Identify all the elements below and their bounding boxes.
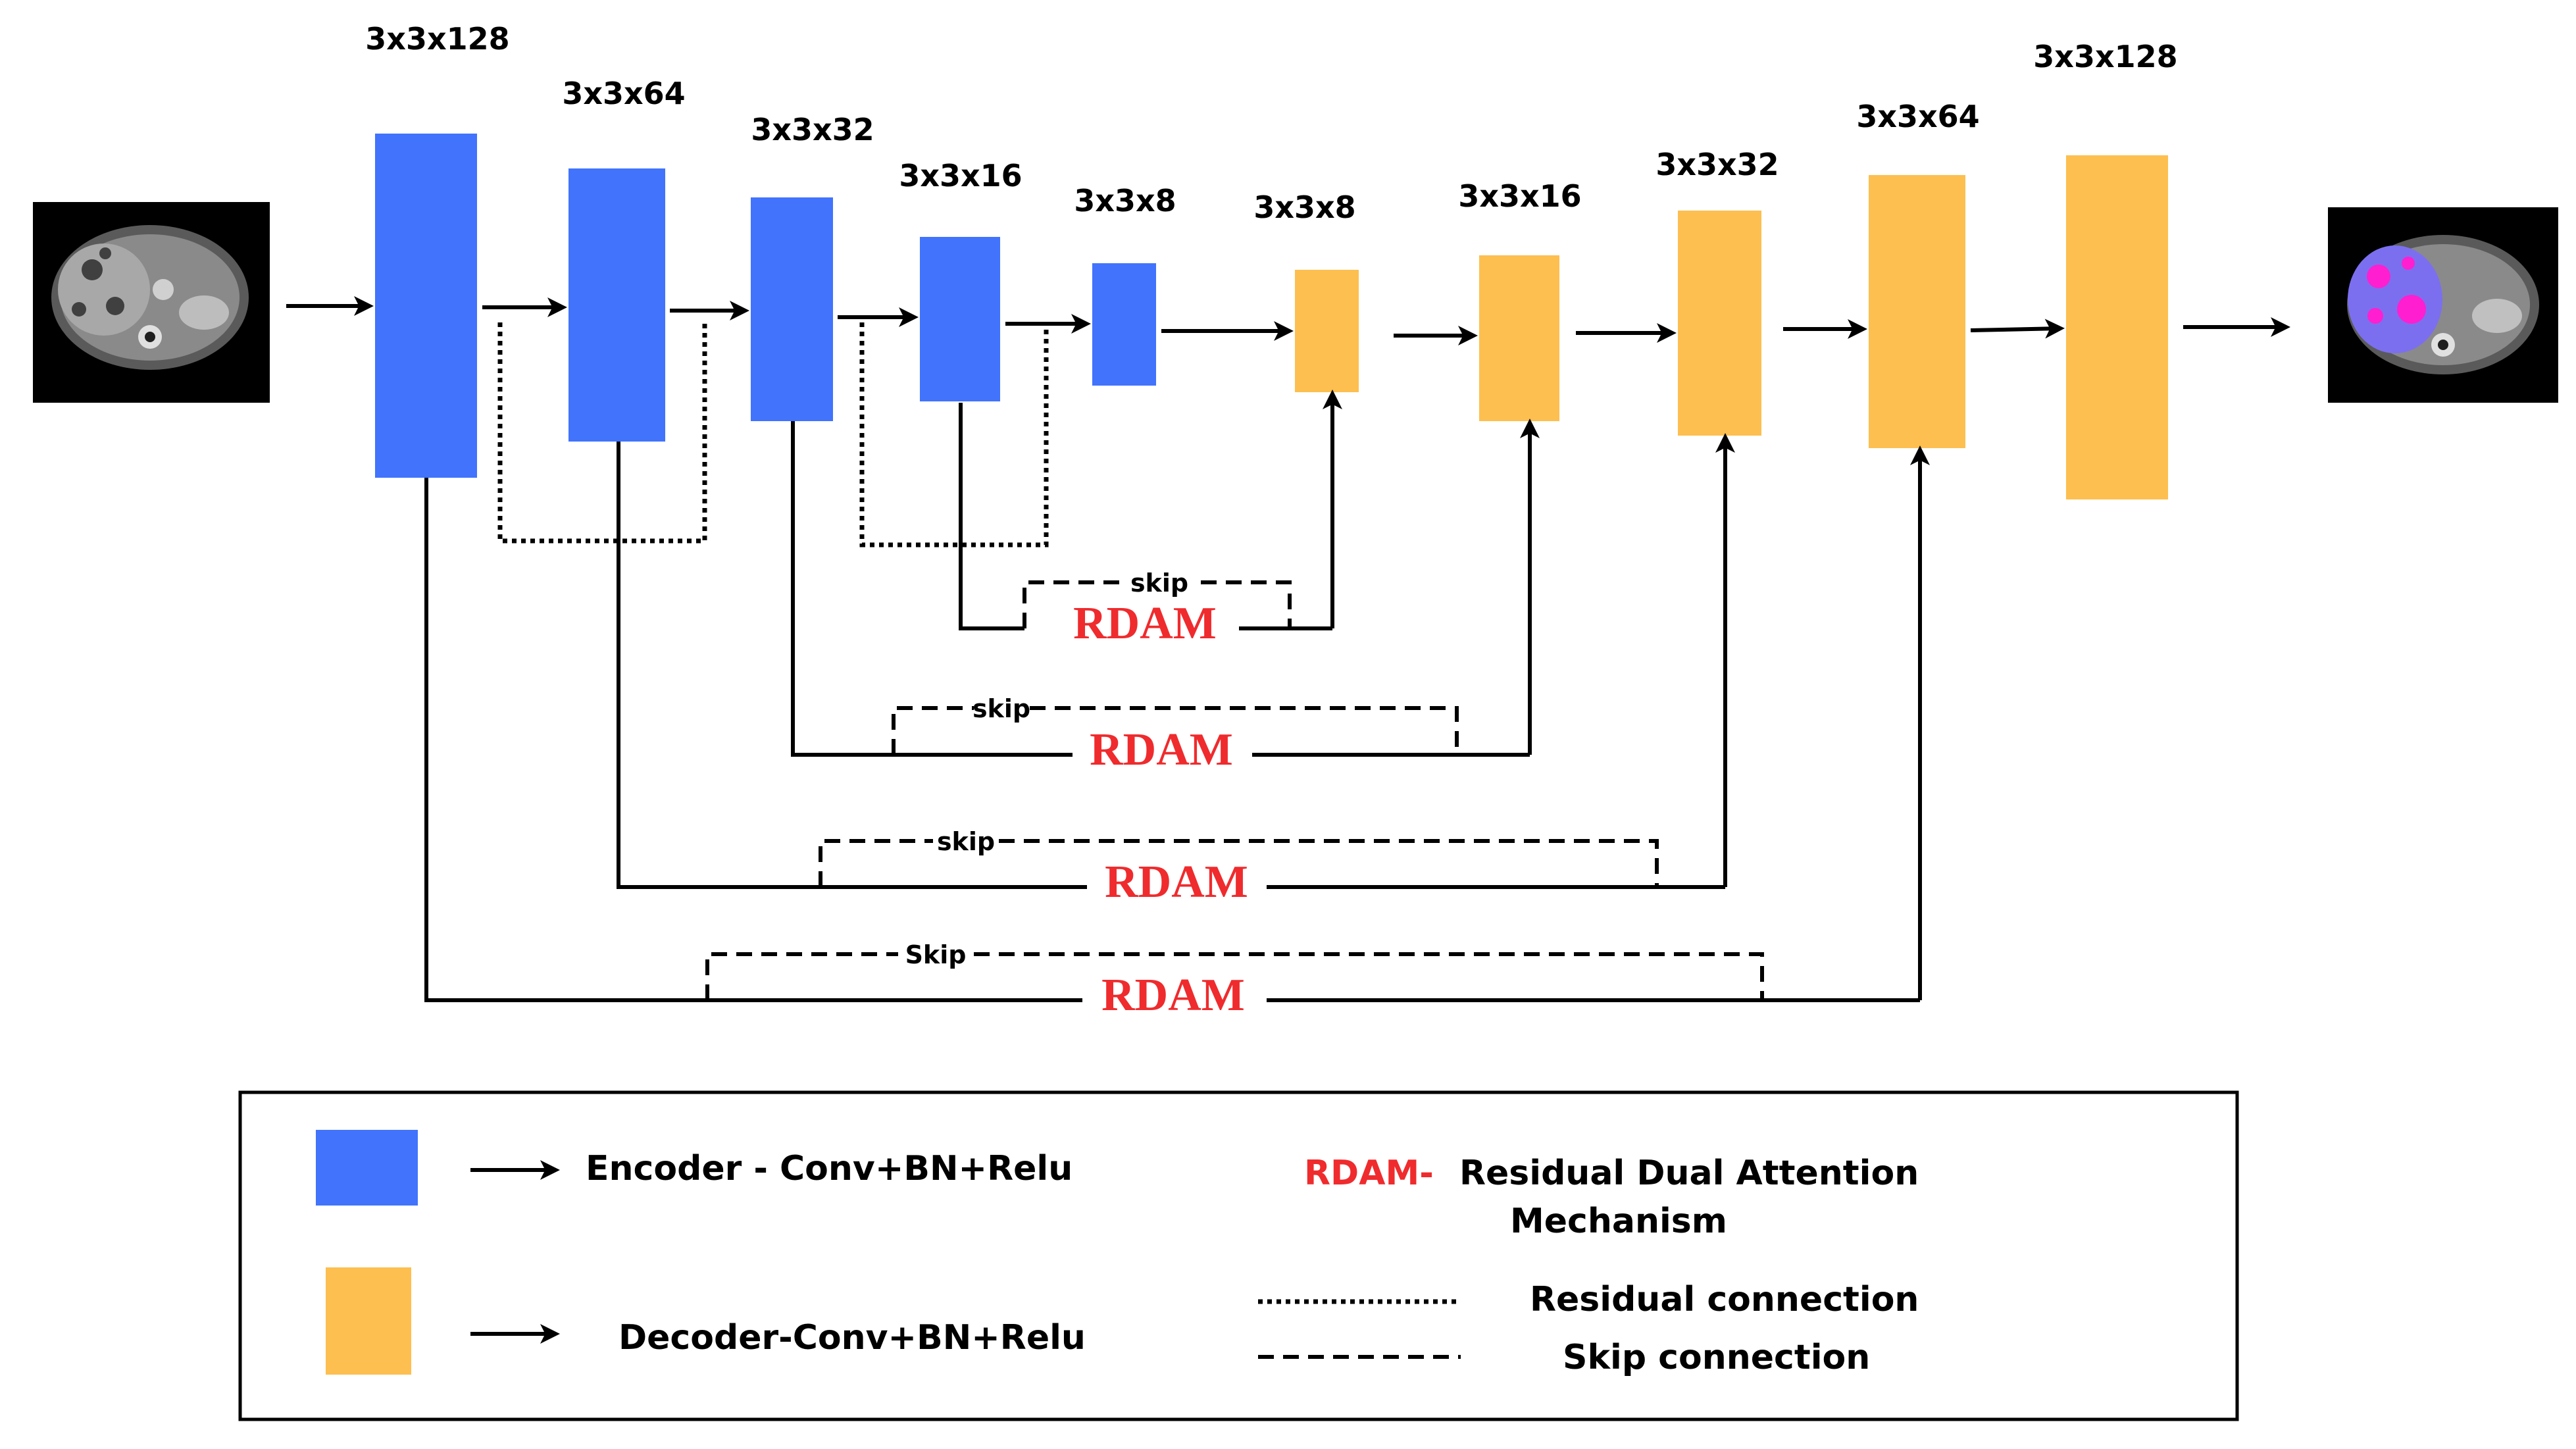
residual-connections: [497, 322, 1049, 547]
input-ct-image: [33, 202, 270, 403]
forward-flow-arrows: [286, 296, 2290, 345]
encoder-block: [375, 134, 477, 478]
legend-decoder-swatch: [326, 1267, 411, 1375]
legend-rdam-line2: Mechanism: [1510, 1202, 1727, 1241]
legend-rdam-line1: Residual Dual Attention: [1459, 1154, 1919, 1193]
skip-label: skip: [1130, 569, 1188, 597]
skip-label: Skip: [905, 940, 967, 969]
skip-path-2: [791, 419, 1540, 757]
rdam-label: RDAM: [1101, 970, 1245, 1021]
output-segmented-image: [2328, 207, 2558, 403]
encoder-block: [1092, 263, 1156, 386]
skip-label: skip: [972, 694, 1030, 723]
legend-encoder-swatch: [316, 1130, 418, 1206]
rdam-label: RDAM: [1073, 598, 1217, 649]
encoder-dim-label: 3x3x16: [899, 158, 1022, 193]
encoder-dim-label: 3x3x32: [751, 112, 874, 147]
legend-rdam-text: RDAM-: [1304, 1154, 1434, 1193]
decoder-block: [1479, 255, 1559, 421]
encoder-dim-label: 3x3x64: [562, 76, 685, 111]
encoder-dim-label: 3x3x128: [365, 21, 509, 57]
rdam-label: RDAM: [1105, 857, 1248, 907]
decoder-block: [1678, 211, 1761, 436]
decoder-dim-label: 3x3x8: [1253, 190, 1355, 225]
decoder-dim-label: 3x3x16: [1458, 178, 1581, 214]
skip-label: skip: [937, 827, 995, 856]
decoder-dim-label: 3x3x128: [2033, 39, 2177, 74]
skip-path-4: [424, 445, 1930, 1002]
rdam-label: RDAM: [1090, 724, 1233, 775]
legend-skip-text: Skip connection: [1563, 1338, 1870, 1377]
skip-path-1: [959, 390, 1342, 630]
decoder-block: [2066, 155, 2168, 499]
decoder-block: [1869, 175, 1965, 448]
skip-path-3: [617, 433, 1735, 889]
legend-encoder-text: Encoder - Conv+BN+Relu: [586, 1149, 1073, 1188]
legend-decoder-text: Decoder-Conv+BN+Relu: [619, 1318, 1086, 1358]
encoder-block: [568, 168, 665, 442]
encoder-block: [751, 197, 833, 421]
legend-residual-text: Residual connection: [1530, 1280, 1919, 1319]
encoder-dim-label: 3x3x8: [1074, 183, 1176, 218]
decoder-dim-label: 3x3x32: [1655, 147, 1779, 182]
legend: Encoder - Conv+BN+Relu Decoder-Conv+BN+R…: [238, 1090, 2239, 1421]
decoder-dim-label: 3x3x64: [1856, 99, 1979, 134]
encoder-block: [920, 237, 1000, 401]
decoder-block: [1295, 270, 1359, 392]
